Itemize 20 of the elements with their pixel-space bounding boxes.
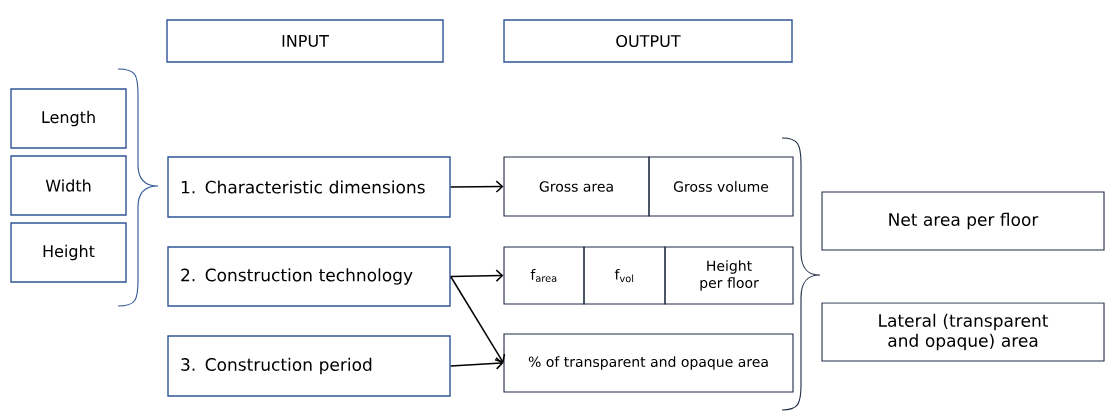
output-box: Gross area: [503, 156, 650, 217]
output-box: Lateral (transparent and opaque) area: [821, 302, 1105, 362]
input-box: 2. Construction technology: [167, 246, 451, 307]
output-box: % of transparent and opaque area: [503, 333, 794, 393]
arrow: [449, 180, 504, 193]
input-box: Height: [10, 222, 127, 283]
output-box: Net area per floor: [821, 191, 1105, 251]
arrow: [449, 275, 506, 363]
input-box: Length: [10, 88, 127, 149]
output-box: Height per floor: [664, 246, 794, 305]
arrow: [449, 357, 504, 370]
input-box: Width: [10, 155, 127, 216]
output-box: f$_{vol}$: [583, 246, 666, 305]
output-box: Gross volume: [648, 156, 794, 217]
arrow: [449, 269, 504, 282]
input-box: 1. Characteristic dimensions: [167, 156, 451, 218]
input-box: OUTPUT: [503, 19, 793, 63]
input-box: INPUT: [166, 19, 444, 63]
input-box: 3. Construction period: [167, 335, 451, 397]
output-box: f$_{area}$: [503, 246, 585, 305]
